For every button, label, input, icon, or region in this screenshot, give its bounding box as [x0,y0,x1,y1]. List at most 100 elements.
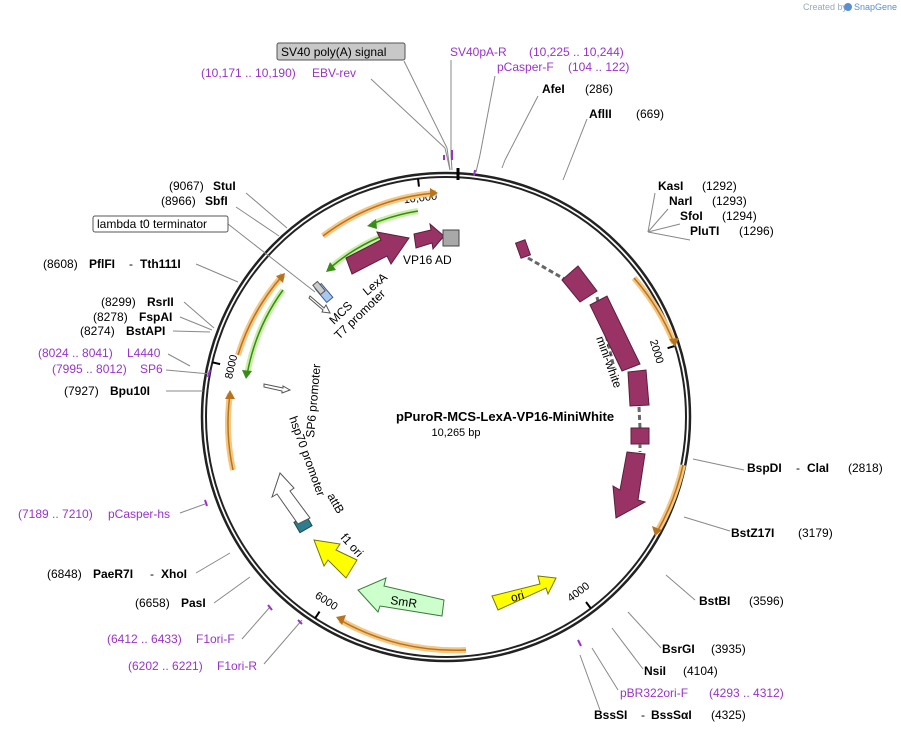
feature-vp16-ad[interactable] [413,222,445,251]
site-nsii[interactable]: NsiI [644,664,666,678]
feature-f1-ori[interactable] [313,539,358,579]
mini-white-seg-3 [589,295,641,372]
site-bstz17i[interactable]: BstZ17I [731,526,774,540]
site-bpu10i[interactable]: Bpu10I [110,384,150,398]
site-nari[interactable]: NarI [669,194,692,208]
feature-mini-white[interactable] [514,239,650,519]
feature-t7-promoter[interactable] [308,295,331,314]
site-kasi-pos: (1292) [702,179,737,193]
site-bpu10i-pos: (7927) [64,384,99,398]
site-pasi-pos: (6658) [135,596,170,610]
primer-ebv-rev[interactable]: EBV-rev [312,66,356,80]
primer-sp6[interactable]: SP6 [140,362,163,376]
site-aflii[interactable]: AflII [589,107,612,121]
site-pasi[interactable]: PasI [181,596,206,610]
orf-arcs [225,188,686,654]
mini-white-seg-1 [514,239,532,259]
plasmid-length: 10,265 bp [432,427,481,439]
site-bspdi[interactable]: BspDI [747,461,782,475]
orf-arc-3-line [656,464,684,533]
plasmid-name: pPuroR-MCS-LexA-VP16-MiniWhite [396,409,614,424]
site-bsrgi[interactable]: BsrGI [662,642,695,656]
green-arc-3-head [242,370,252,379]
orf-arc-3 [654,464,686,534]
green-arc-2-head [326,262,336,272]
primer-pcasper-f[interactable]: pCasper-F [497,60,554,74]
site-bstbi[interactable]: BstBI [699,594,730,608]
feature-sp6-promoter[interactable] [263,383,292,394]
site-paer7i-pos: (6848) [47,567,82,581]
site-bspdi-sep: - [796,461,800,475]
backbone-outer-circle [200,171,692,663]
tick-mark-2 [314,610,321,619]
leader-lines [165,60,745,711]
site-sbfi[interactable]: SbfI [205,194,228,208]
feature-sv40-polya[interactable] [442,229,460,247]
feature-ori[interactable] [491,575,557,611]
label-smr: SmR [390,593,419,611]
feature-lambda-t0-terminator[interactable] [312,280,326,296]
lambda-t0-label-text: lambda t0 terminator [97,217,207,231]
mini-white-intron-3 [637,406,642,429]
label-sp6-promoter: SP6 promoter [303,363,323,438]
site-rsrii-pos: (8299) [101,295,136,309]
orf-arc-3-head [652,526,662,536]
label-attb: attB [324,491,347,516]
lambda-t0-label[interactable]: lambda t0 terminator [92,215,229,233]
orf-arc-2-head [669,338,679,347]
primer-pbr322ori-f[interactable]: pBR322ori-F [620,686,688,700]
site-nsii-pos: (4104) [683,664,718,678]
orf-arc-5-head [225,390,235,399]
site-paer7i-sep: - [150,567,154,581]
site-afei[interactable]: AfeI [542,82,565,96]
site-afei-pos: (286) [585,82,613,96]
primer-l4440-range: (8024 .. 8041) [38,346,113,360]
site-pluti[interactable]: PluTI [690,224,719,238]
credit-prefix: Created by [803,2,848,12]
mini-white-seg-5 [630,427,650,445]
site-bsssi-sep: - [641,708,645,722]
site-sfoi[interactable]: SfoI [680,209,703,223]
orf-arc-2-line [633,277,675,344]
green-arc-1-head [367,219,377,229]
primer-f1ori-r-range: (6202 .. 6221) [128,659,203,673]
credit-brand: SnapGene [854,2,897,12]
site-bsssai[interactable]: BssSαI [651,708,692,722]
site-pflfi-sep: - [129,257,133,271]
green-arcs [242,208,419,379]
tick-mark-0 [667,344,676,350]
site-bsssi-pos: (4325) [711,708,746,722]
primer-l4440[interactable]: L4440 [127,346,161,360]
site-rsrii[interactable]: RsrII [147,295,174,309]
tick-label-1: 4000 [565,580,592,604]
site-kasi[interactable]: KasI [658,179,683,193]
primer-f1ori-r[interactable]: F1ori-R [217,659,257,673]
primer-pcasper-hs[interactable]: pCasper-hs [108,507,170,521]
site-fspai[interactable]: FspAI [139,310,172,324]
backbone-inner-circle [205,176,687,658]
sv40-polya-label[interactable]: SV40 poly(A) signal [276,42,406,61]
feature-smr[interactable] [357,577,445,617]
tick-label-0: 2000 [647,338,666,365]
site-xhoi[interactable]: XhoI [161,567,187,581]
site-bsssi[interactable]: BssSI [594,708,627,722]
label-ori: ori [509,588,526,605]
site-pflfi[interactable]: PflFI [89,257,115,271]
site-nari-pos: (1293) [712,194,747,208]
primer-pcasper-f-range: (104 .. 122) [568,60,629,74]
site-bstapi-pos: (8274) [80,324,115,338]
site-clai[interactable]: ClaI [807,461,829,475]
mini-white-intron-1 [527,256,567,282]
tick-label-3: 8000 [223,354,240,381]
site-bstapi[interactable]: BstAPI [126,324,165,338]
primer-f1ori-f[interactable]: F1ori-F [196,632,235,646]
site-paer7i[interactable]: PaeR7I [93,567,133,581]
primer-sv40pa-r[interactable]: SV40pA-R [450,45,507,59]
site-stui[interactable]: StuI [213,179,236,193]
site-tth111i[interactable]: Tth111I [140,257,181,271]
feature-lexa[interactable] [345,231,410,275]
mini-white-seg-6 [612,451,647,519]
feature-hsp70-promoter[interactable] [271,472,311,525]
site-pluti-pos: (1296) [739,224,774,238]
